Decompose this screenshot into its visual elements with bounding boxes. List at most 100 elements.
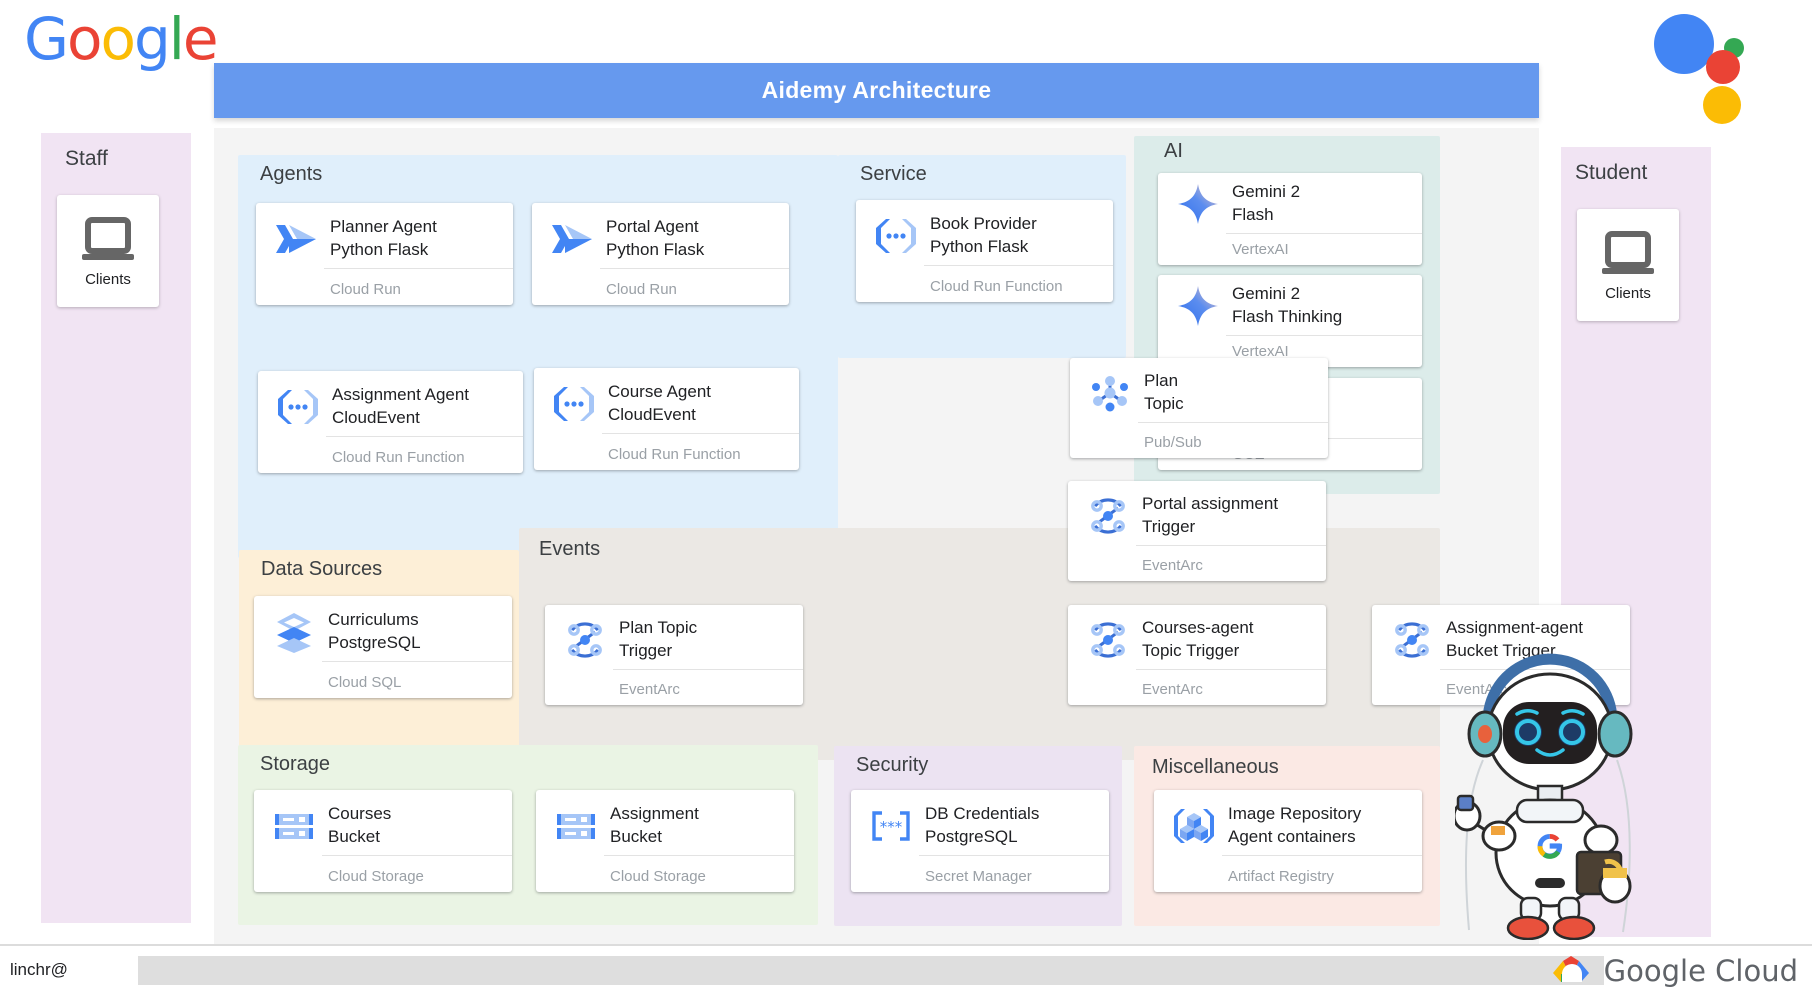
card-db-credentials[interactable]: *** DB Credentials PostgreSQL Secret Man… — [851, 790, 1109, 892]
card-subtitle: EventArc — [619, 681, 680, 698]
card-line1: Course Agent — [608, 382, 712, 402]
artifact-registry-icon — [1166, 798, 1222, 854]
svg-text:***: *** — [880, 818, 903, 836]
card-subtitle: VertexAI — [1232, 241, 1289, 258]
card-line2: Python Flask — [330, 239, 429, 259]
blue-dot — [1654, 14, 1714, 74]
card-line1: Courses-agent — [1142, 618, 1254, 638]
architecture-title-bar: Aidemy Architecture — [214, 63, 1539, 118]
yellow-dot — [1703, 86, 1741, 124]
google-cloud-logo: Google Cloud — [1548, 952, 1798, 990]
footer-user-label: linchr@ — [10, 960, 68, 979]
card-line2: Python Flask — [930, 236, 1029, 256]
group-data-sources-title: Data Sources — [261, 558, 383, 580]
cloud-sql-icon — [266, 604, 322, 660]
card-line2: Bucket — [328, 826, 380, 846]
card-line2: Flash — [1232, 204, 1274, 224]
card-line1: Planner Agent — [330, 217, 437, 237]
card-assignment-agent[interactable]: Assignment Agent CloudEvent Cloud Run Fu… — [258, 371, 523, 473]
card-portal-agent[interactable]: Portal Agent Python Flask Cloud Run — [532, 203, 789, 305]
card-portal-assignment-trigger[interactable]: Portal assignment Trigger EventArc — [1068, 481, 1326, 581]
footer-bar: linchr@ Google Cloud — [0, 944, 1812, 1006]
logo-letter-l: l — [168, 5, 185, 73]
staff-panel-title: Staff — [65, 147, 108, 170]
secret-manager-icon: *** — [863, 798, 919, 854]
card-subtitle: Cloud Run Function — [930, 278, 1063, 295]
google-logo: Google — [24, 5, 219, 73]
card-line2: Trigger — [619, 640, 673, 660]
staff-clients-label: Clients — [85, 270, 131, 288]
student-clients-card[interactable]: Clients — [1577, 209, 1679, 321]
card-gemini-2-flash[interactable]: Gemini 2 Flash VertexAI — [1158, 173, 1422, 265]
card-subtitle: Cloud SQL — [328, 674, 402, 691]
card-line2: Bucket Trigger — [1446, 640, 1556, 660]
gemini-sparkle-icon — [1170, 176, 1226, 232]
card-plan-topic[interactable]: Plan Topic Pub/Sub — [1070, 358, 1328, 458]
google-assistant-dots — [1654, 6, 1804, 126]
card-line1: Plan — [1144, 371, 1179, 391]
google-cloud-mark — [1552, 956, 1589, 982]
card-line1: Curriculums — [328, 610, 419, 630]
eventarc-icon — [1384, 612, 1440, 668]
staff-panel: Staff Clients — [41, 133, 191, 923]
card-plan-topic-trigger[interactable]: Plan Topic Trigger EventArc — [545, 605, 803, 705]
logo-letter-G: G — [24, 5, 69, 73]
logo-letter-o2: o — [100, 5, 135, 73]
card-courses-bucket[interactable]: Courses Bucket Cloud Storage — [254, 790, 512, 892]
pubsub-icon — [1082, 365, 1138, 421]
card-line1: Portal assignment — [1142, 494, 1279, 514]
card-image-repository[interactable]: Image Repository Agent containers Artifa… — [1154, 790, 1422, 892]
card-line1: Gemini 2 — [1232, 182, 1301, 202]
card-line2: Topic — [1144, 393, 1184, 413]
red-dot — [1706, 50, 1740, 84]
card-courses-agent-topic-trigger[interactable]: Courses-agent Topic Trigger EventArc — [1068, 605, 1326, 705]
card-line1: Image Repository — [1228, 804, 1362, 824]
card-gemini-2-flash-thinking[interactable]: Gemini 2 Flash Thinking VertexAI — [1158, 275, 1422, 367]
student-panel: Student Clients — [1561, 147, 1711, 937]
cloud-run-icon — [544, 211, 600, 267]
card-line2: Flash Thinking — [1232, 306, 1343, 326]
card-line2: Agent containers — [1228, 826, 1356, 846]
cloud-run-function-icon — [270, 379, 326, 435]
logo-letter-g: g — [133, 5, 171, 73]
google-cloud-wordmark: Google Cloud — [1603, 954, 1798, 988]
card-assignment-bucket[interactable]: Assignment Bucket Cloud Storage — [536, 790, 794, 892]
card-line2: CloudEvent — [332, 407, 420, 427]
group-agents-title: Agents — [260, 163, 323, 185]
eventarc-icon — [557, 612, 613, 668]
card-line2: Trigger — [1142, 516, 1196, 536]
card-book-provider[interactable]: Book Provider Python Flask Cloud Run Fun… — [856, 200, 1113, 302]
architecture-canvas: Agents Planner Agent Python Flask Cloud … — [214, 128, 1630, 950]
group-security-title: Security — [856, 754, 929, 776]
card-line1: Assignment-agent — [1446, 618, 1584, 638]
cloud-storage-icon — [266, 798, 322, 854]
card-course-agent[interactable]: Course Agent CloudEvent Cloud Run Functi… — [534, 368, 799, 470]
staff-clients-card[interactable]: Clients — [57, 195, 159, 307]
card-subtitle: EventArc — [1142, 681, 1203, 698]
page-title: Aidemy Architecture — [761, 77, 992, 103]
logo-letter-o1: o — [66, 5, 102, 73]
card-line2: CloudEvent — [608, 404, 696, 424]
card-subtitle: Cloud Storage — [328, 868, 424, 885]
cloud-storage-icon — [548, 798, 604, 854]
cloud-run-icon — [268, 211, 324, 267]
card-subtitle: EventArc — [1142, 557, 1203, 574]
card-line1: Plan Topic — [619, 618, 698, 638]
card-subtitle: Secret Manager — [925, 868, 1032, 885]
group-events-title: Events — [539, 538, 601, 560]
card-curriculums-db[interactable]: Curriculums PostgreSQL Cloud SQL — [254, 596, 512, 698]
eventarc-icon — [1080, 488, 1136, 544]
card-line2: Bucket — [610, 826, 662, 846]
cloud-run-function-icon — [868, 208, 924, 264]
student-clients-label: Clients — [1605, 284, 1651, 302]
card-line2: PostgreSQL — [328, 632, 421, 652]
card-subtitle: Pub/Sub — [1144, 434, 1202, 451]
footer-progress-bar — [138, 956, 1604, 985]
card-subtitle: Cloud Run Function — [608, 446, 741, 463]
group-service-title: Service — [860, 163, 927, 185]
card-line1: Portal Agent — [606, 217, 699, 237]
card-planner-agent[interactable]: Planner Agent Python Flask Cloud Run — [256, 203, 513, 305]
card-line2: Topic Trigger — [1142, 640, 1240, 660]
card-line2: PostgreSQL — [925, 826, 1018, 846]
card-line1: Gemini 2 — [1232, 284, 1301, 304]
